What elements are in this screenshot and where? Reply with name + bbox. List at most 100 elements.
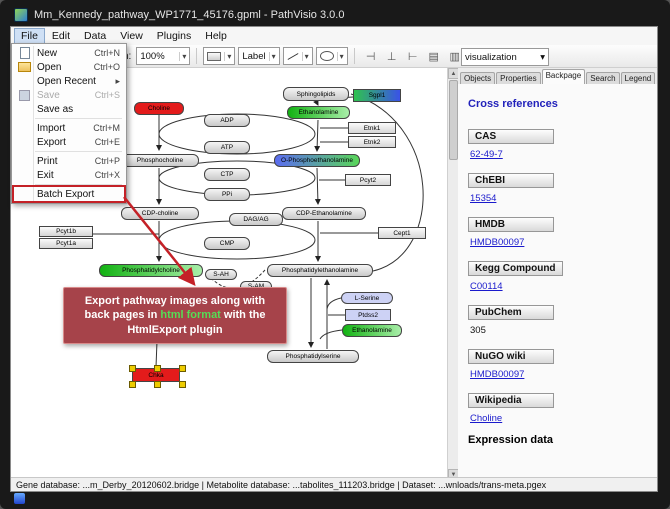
menu-item-label: Import: [37, 122, 66, 134]
canvas-vertical-scrollbar[interactable]: ▲ ▼: [447, 68, 459, 480]
stack-vertical-button[interactable]: ▤: [428, 50, 439, 63]
pathway-node-cdp-ethanolamine[interactable]: CDP-Ethanolamine: [282, 207, 366, 220]
selection-handle[interactable]: [154, 381, 161, 388]
pathway-node-cept1[interactable]: Cept1: [378, 227, 426, 239]
title-bar[interactable]: Mm_Kennedy_pathway_WP1771_45176.gpml - P…: [14, 5, 344, 24]
menu-plugins[interactable]: Plugins: [156, 30, 192, 42]
file-menu-item-save-as[interactable]: Save as: [14, 102, 124, 116]
tab-backpage[interactable]: Backpage: [541, 69, 586, 84]
datanode-icon: [207, 51, 222, 61]
datanode-tool-dropdown[interactable]: ▾: [203, 47, 236, 65]
chevron-down-icon: ▾: [268, 51, 276, 61]
file-menu-item-import[interactable]: Import Ctrl+M: [14, 121, 124, 135]
pathway-node-chka[interactable]: Chka: [129, 365, 186, 388]
pathway-node-phosphatidylcholine[interactable]: Phosphatidylcholine: [99, 264, 203, 277]
pathway-node-s-ah[interactable]: S-AH: [205, 269, 237, 280]
pathway-node-adp[interactable]: ADP: [204, 114, 250, 127]
menu-item-label: Open Recent: [37, 75, 96, 87]
stack-horizontal-button[interactable]: ▥: [449, 50, 460, 63]
pathway-node-atp[interactable]: ATP: [204, 141, 250, 154]
pathway-node-pcyt1b[interactable]: Pcyt1b: [39, 226, 93, 237]
menu-item-label: Exit: [37, 169, 54, 181]
pathway-node-o-phosphoethanolamine[interactable]: O-Phosphoethanolamine: [274, 154, 360, 167]
pathway-node-l-serine[interactable]: L-Serine: [341, 292, 393, 304]
tab-legend[interactable]: Legend: [620, 72, 656, 84]
scrollbar-thumb[interactable]: [449, 80, 458, 160]
selection-handle[interactable]: [179, 365, 186, 372]
pathway-node-ctp[interactable]: CTP: [204, 168, 250, 181]
pathway-node-choline[interactable]: Choline: [134, 102, 184, 115]
selection-handle[interactable]: [179, 381, 186, 388]
xref-value: 305: [470, 325, 486, 336]
shape-tool-dropdown[interactable]: ▾: [315, 47, 348, 65]
file-menu-item-open-recent[interactable]: Open Recent▸: [14, 74, 124, 88]
menu-edit[interactable]: Edit: [51, 30, 71, 42]
menu-separator: [35, 118, 122, 119]
line-tool-dropdown[interactable]: ▾: [282, 47, 313, 65]
menu-separator: [35, 151, 122, 152]
pathway-node-pcyt1a[interactable]: Pcyt1a: [39, 238, 93, 249]
menu-separator: [35, 184, 122, 185]
pathway-node-phosphatidylserine[interactable]: Phosphatidylserine: [267, 350, 359, 363]
menu-item-shortcut: Ctrl+O: [93, 62, 120, 72]
pathway-node-dag-ag[interactable]: DAG/AG: [229, 213, 283, 226]
pathway-node-phosphatidylethanolamine[interactable]: Phosphatidylethanolamine: [267, 264, 373, 277]
chevron-down-icon: ▾: [224, 51, 231, 61]
menu-data[interactable]: Data: [84, 30, 107, 42]
pathway-node-sgpl1[interactable]: Sgpl1: [353, 89, 401, 102]
menu-help[interactable]: Help: [205, 30, 227, 42]
pathway-node-ppi[interactable]: PPi: [204, 188, 250, 201]
label-tool-text: Label: [242, 50, 266, 62]
menu-item-shortcut: Ctrl+M: [93, 123, 120, 133]
chevron-down-icon: ▾: [336, 51, 344, 61]
tab-search[interactable]: Search: [586, 72, 620, 84]
file-menu-item-batch-export[interactable]: Batch Export: [12, 185, 126, 203]
chevron-down-icon: ▾: [301, 51, 309, 61]
pathway-node-etnk1[interactable]: Etnk1: [348, 122, 396, 134]
align-center-button[interactable]: ⊥: [386, 50, 397, 63]
tab-objects[interactable]: Objects: [460, 72, 496, 84]
selection-handle[interactable]: [129, 381, 136, 388]
selection-handle[interactable]: [129, 365, 136, 372]
pathway-node-ethanolamine[interactable]: Ethanolamine: [287, 106, 350, 119]
xref-value[interactable]: Choline: [470, 413, 503, 424]
align-left-button[interactable]: ⊣: [365, 50, 376, 63]
pathway-edge: [326, 297, 342, 310]
pathway-node-ptdss2[interactable]: Ptdss2: [345, 309, 391, 321]
selection-handle[interactable]: [154, 365, 161, 372]
pathway-node-ethanolamine[interactable]: Ethanolamine: [342, 324, 402, 337]
menu-view[interactable]: View: [120, 30, 143, 42]
pathway-node-pcyt2[interactable]: Pcyt2: [345, 174, 391, 186]
save-icon: [16, 90, 33, 101]
zoom-combobox[interactable]: 100% ▾: [136, 47, 191, 65]
pathway-node-phosphocholine[interactable]: Phosphocholine: [121, 154, 199, 167]
menu-file[interactable]: File: [14, 28, 45, 44]
tab-properties[interactable]: Properties: [496, 72, 541, 84]
xref-header: CAS: [468, 129, 554, 144]
xref-value[interactable]: C00114: [470, 281, 503, 292]
pathway-node-cdp-choline[interactable]: CDP-choline: [121, 207, 199, 220]
align-right-button[interactable]: ⊢: [407, 50, 418, 63]
pathway-node-sphingolipids[interactable]: Sphingolipids: [283, 87, 349, 101]
menu-item-label: New: [37, 47, 58, 59]
xref-value[interactable]: HMDB00097: [470, 369, 525, 380]
xref-value[interactable]: 62-49-7: [470, 149, 503, 160]
annotation-callout: Export pathway images along with back pa…: [63, 287, 287, 344]
pathway-node-etnk2[interactable]: Etnk2: [348, 136, 396, 148]
pathway-node-cmp[interactable]: CMP: [204, 237, 250, 250]
xref-value[interactable]: 15354: [470, 193, 497, 204]
label-tool-dropdown[interactable]: Label ▾: [238, 47, 280, 65]
visualization-combobox[interactable]: visualization ▾: [461, 48, 549, 66]
xref-value[interactable]: HMDB00097: [470, 237, 525, 248]
